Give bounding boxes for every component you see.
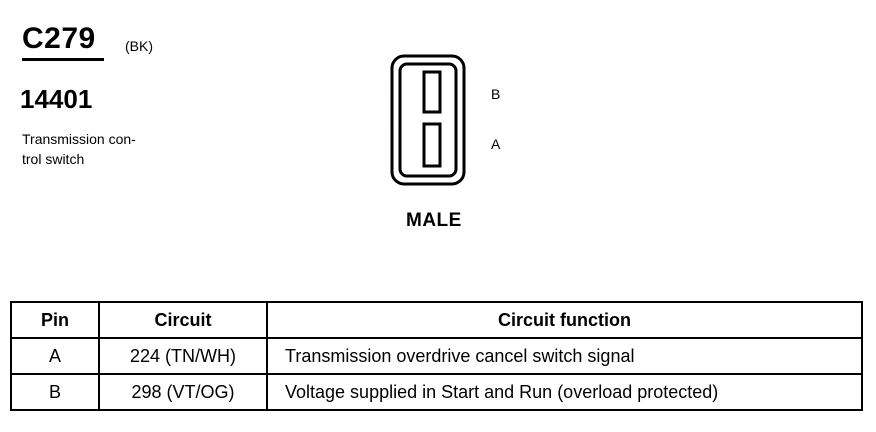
component-description: Transmission con- trol switch bbox=[22, 129, 136, 169]
pin-table: Pin Circuit Circuit function A 224 (TN/W… bbox=[10, 301, 863, 411]
circuit-cell: 224 (TN/WH) bbox=[98, 337, 268, 375]
connector-gender-label: MALE bbox=[406, 210, 462, 231]
connector-id-underline bbox=[22, 58, 104, 61]
header-circuit-function: Circuit function bbox=[266, 301, 863, 339]
connector-id: C279 bbox=[22, 22, 96, 55]
pin-table-header-row: Pin Circuit Circuit function bbox=[10, 301, 863, 339]
pin-label-b: B bbox=[491, 86, 501, 102]
pin-cell: B bbox=[10, 373, 100, 411]
part-number: 14401 bbox=[20, 84, 93, 114]
component-description-line-2: trol switch bbox=[22, 151, 85, 167]
pin-cell: A bbox=[10, 337, 100, 375]
pin-label-a: A bbox=[491, 136, 501, 152]
header-circuit: Circuit bbox=[98, 301, 268, 339]
component-description-line-1: Transmission con- bbox=[22, 131, 136, 147]
connector-color-code: (BK) bbox=[125, 38, 153, 54]
connector-inner-shell bbox=[398, 62, 458, 178]
circuit-cell: 298 (VT/OG) bbox=[98, 373, 268, 411]
header-pin: Pin bbox=[10, 301, 100, 339]
connector-pin-b-cavity bbox=[422, 70, 442, 114]
connector-face-diagram bbox=[390, 54, 466, 186]
table-row: B 298 (VT/OG) Voltage supplied in Start … bbox=[10, 373, 863, 411]
connector-outer-shell bbox=[390, 54, 466, 186]
table-row: A 224 (TN/WH) Transmission overdrive can… bbox=[10, 337, 863, 375]
circuit-function-cell: Voltage supplied in Start and Run (overl… bbox=[266, 373, 863, 411]
circuit-function-cell: Transmission overdrive cancel switch sig… bbox=[266, 337, 863, 375]
connector-pin-a-cavity bbox=[422, 122, 442, 168]
